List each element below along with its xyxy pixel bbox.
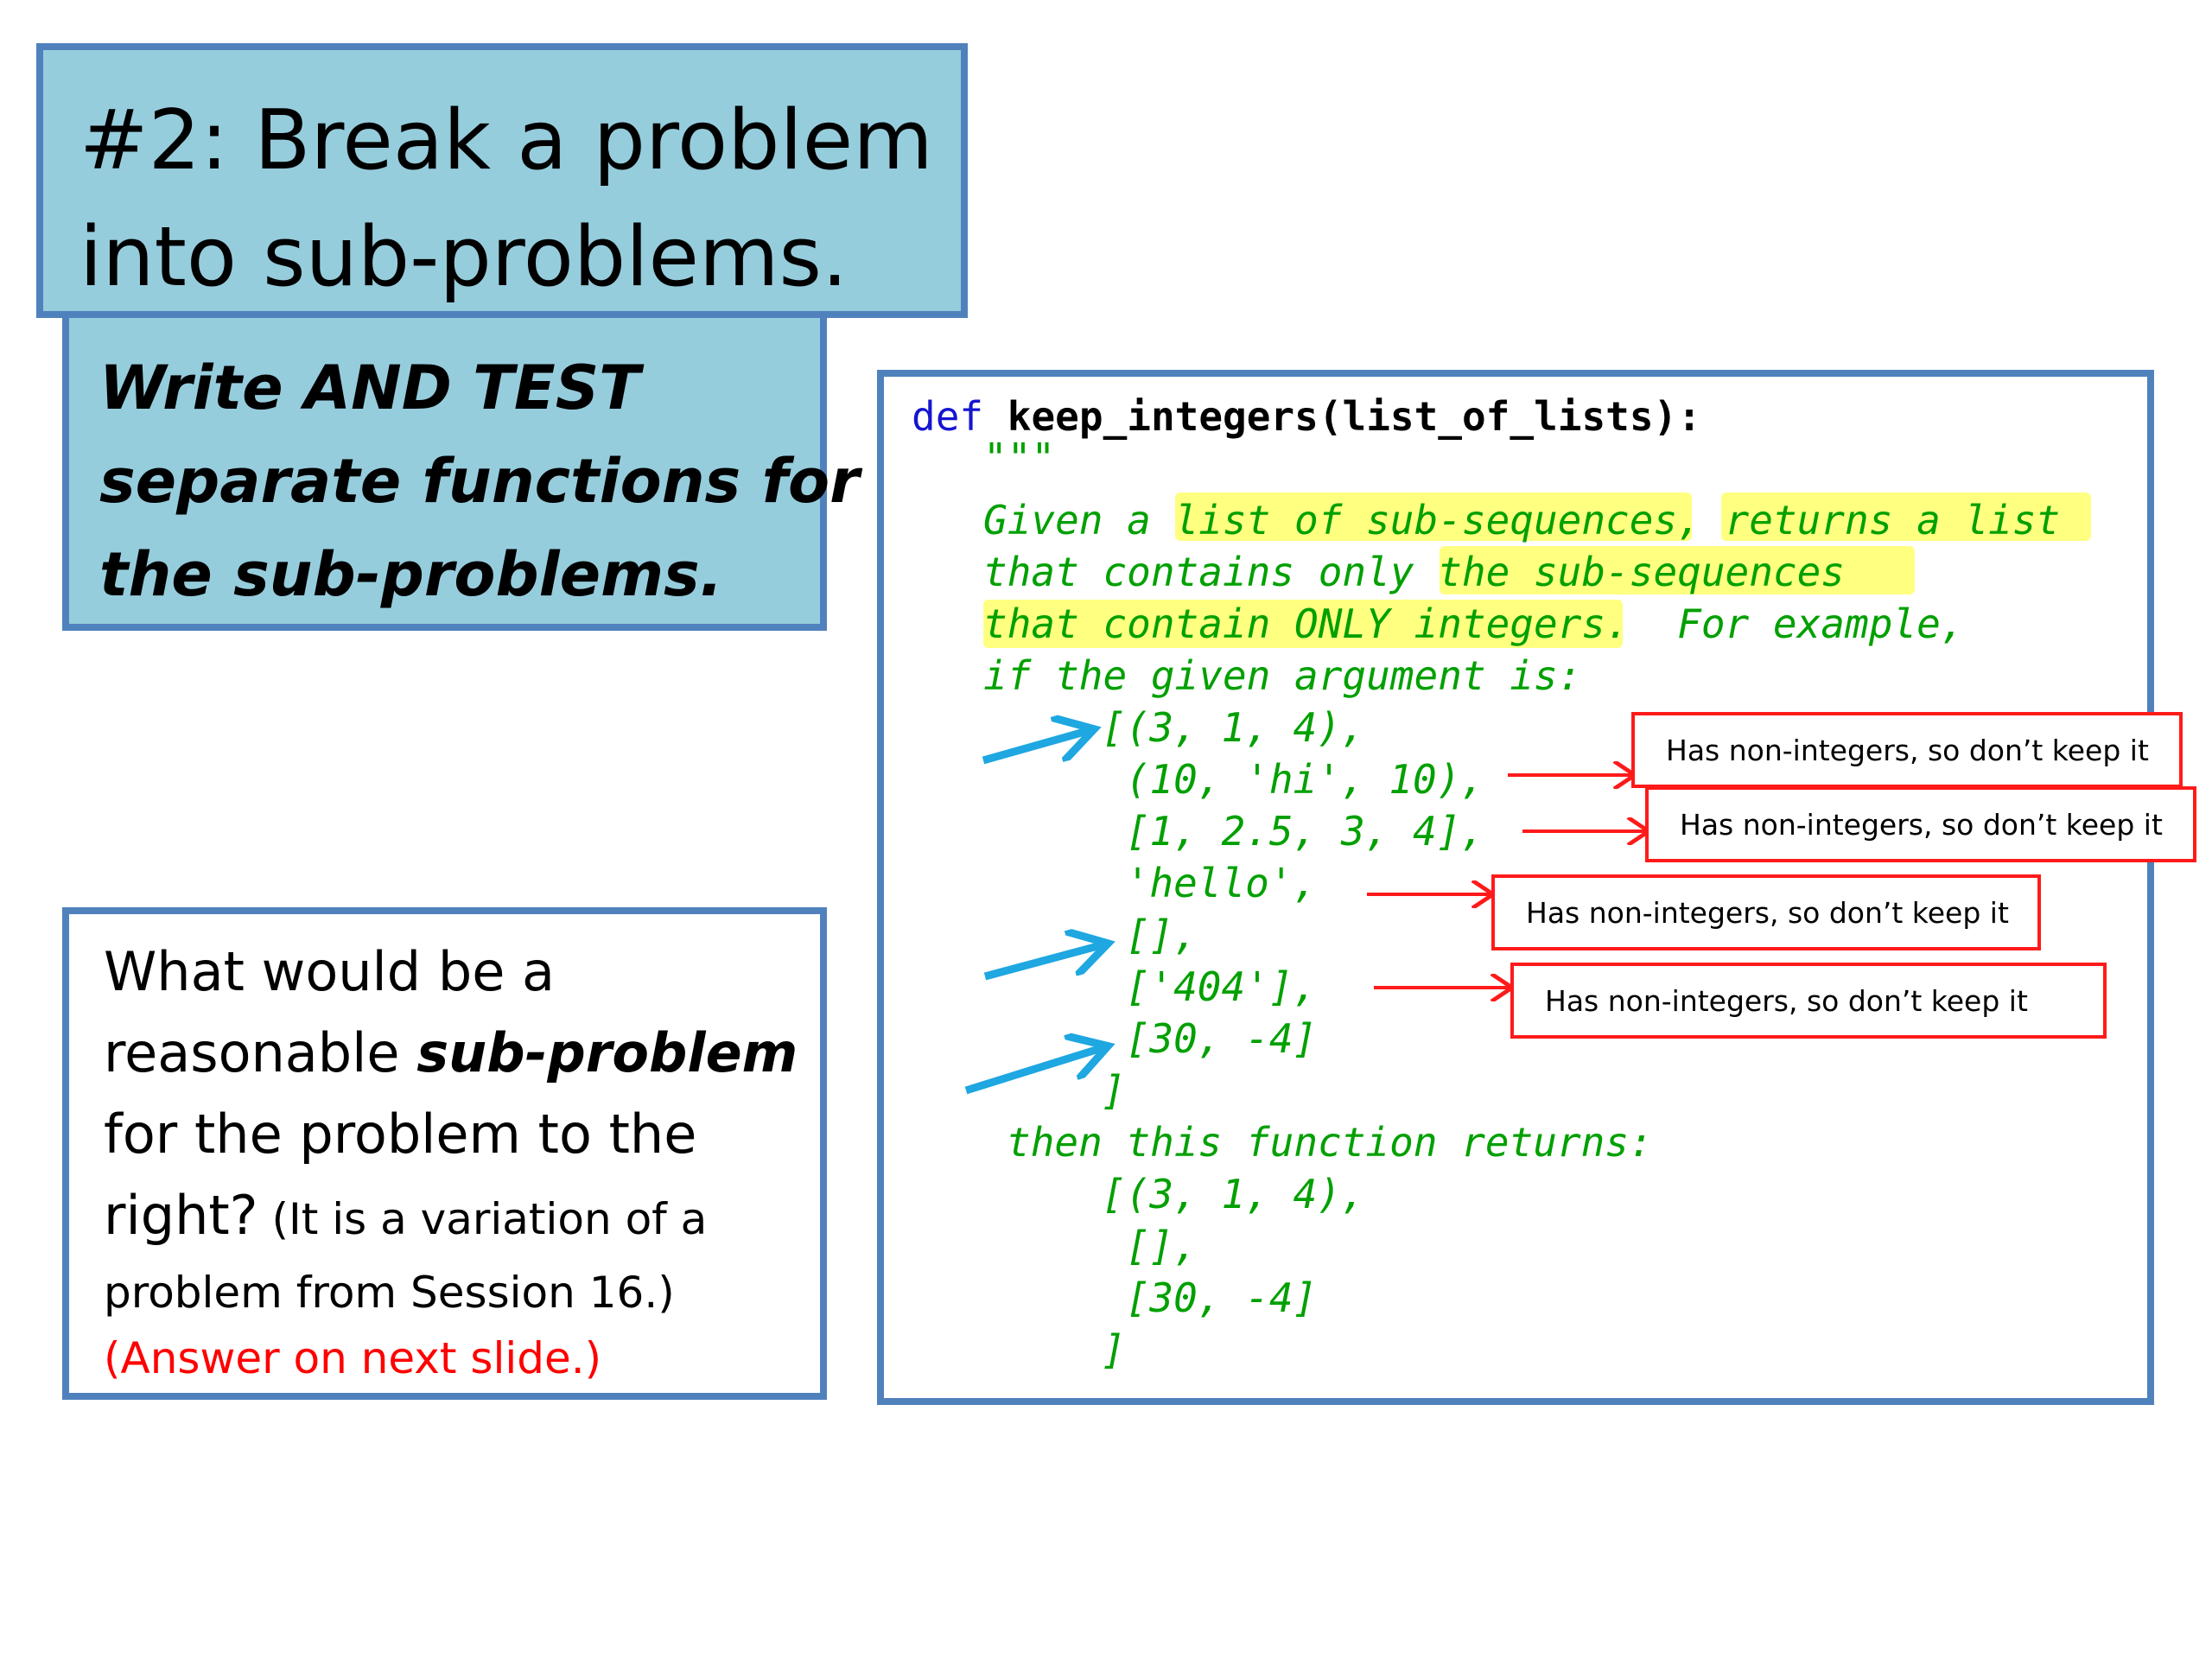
code-line: [(3, 1, 4),: [1102, 704, 1365, 751]
highlight-the-subsequences: [1440, 546, 1915, 594]
highlight-returns-a-list: [1721, 493, 2091, 541]
question-line-4-big: right?: [104, 1184, 258, 1247]
code-line: (10, 'hi', 10),: [1102, 756, 1485, 803]
question-line-2: reasonable sub-problem: [104, 1013, 820, 1094]
code-line: [30, -4]: [1102, 1015, 1318, 1062]
question-line-5: problem from Session 16.): [104, 1268, 675, 1318]
question-line-4: right? (It is a variation of a: [104, 1175, 820, 1260]
code-line: [30, -4]: [1102, 1274, 1318, 1321]
highlight-list-of-subsequences: [1175, 493, 1692, 541]
code-line: [(3, 1, 4),: [1102, 1171, 1365, 1217]
callout-non-integers: Has non-integers, so don’t keep it: [1645, 786, 2196, 862]
code-line: if the given argument is:: [983, 652, 1582, 699]
code-line: 'hello',: [1102, 860, 1318, 906]
code-line: ['404'],: [1102, 963, 1318, 1010]
question-line-3: for the problem to the: [104, 1103, 697, 1166]
code-line: [1, 2.5, 3, 4],: [1102, 808, 1485, 855]
code-line: Given a list of sub-sequences, returns a…: [983, 497, 2061, 543]
blue-arrow: [964, 1047, 1104, 1095]
blue-arrow: [982, 730, 1090, 765]
answer-note: (Answer on next slide.): [104, 1333, 602, 1383]
code-line: ]: [1102, 1326, 1126, 1373]
code-line: [],: [1102, 912, 1198, 958]
code-line: then this function returns:: [1007, 1119, 1653, 1166]
callout-non-integers: Has non-integers, so don’t keep it: [1510, 963, 2107, 1039]
question-box: What would be a reasonable sub-problem f…: [62, 907, 827, 1400]
def-keyword: def: [912, 393, 984, 440]
slide-title: #2: Break a problem into sub-problems.: [36, 43, 968, 318]
highlight-contain-only-integers: [983, 600, 1623, 648]
blue-arrow: [983, 944, 1104, 981]
subtitle-text: Write AND TEST separate functions for th…: [99, 353, 860, 610]
code-line: """: [983, 435, 1056, 481]
question-line-2-text: reasonable: [104, 1021, 417, 1084]
question-line-1: What would be a: [104, 940, 556, 1003]
function-signature: keep_integers(list_of_lists):: [983, 393, 1701, 440]
code-line: [],: [1102, 1223, 1198, 1269]
callout-non-integers: Has non-integers, so don’t keep it: [1491, 874, 2041, 950]
code-line: that contains only the sub-sequences: [983, 549, 1845, 595]
question-line-4-small: (It is a variation of a: [257, 1194, 708, 1244]
callout-non-integers: Has non-integers, so don’t keep it: [1631, 712, 2183, 788]
code-signature: def keep_integers(list_of_lists):: [912, 391, 1701, 442]
subtitle-box: [62, 318, 827, 631]
sub-problem-emphasis: sub-problem: [416, 1021, 798, 1084]
code-line: that contain ONLY integers. For example,: [983, 601, 1965, 647]
